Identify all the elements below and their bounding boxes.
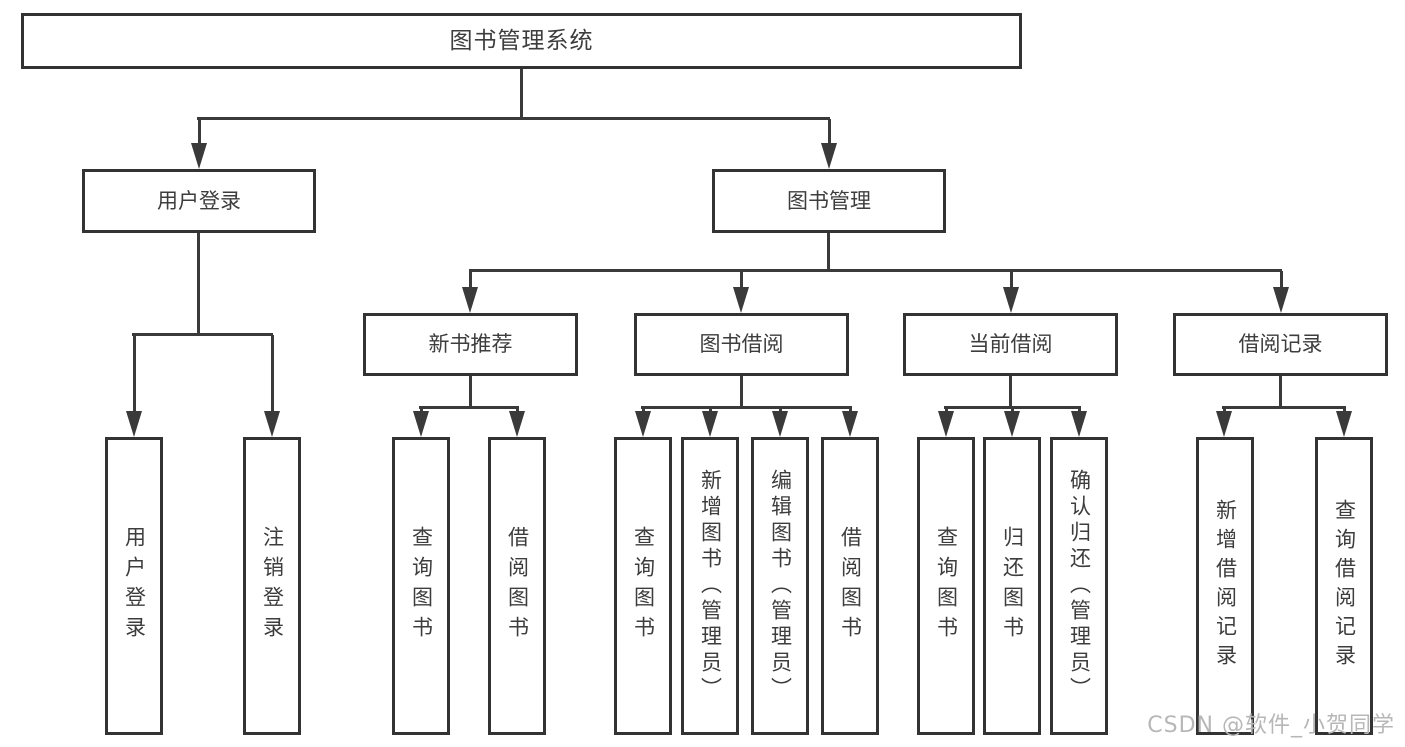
node-borrow-records: 借阅记录 — [1173, 313, 1388, 376]
leaf-newbooks-borrow: 借阅图书 — [488, 437, 546, 735]
arrow-currentborrow-leaf1 — [938, 408, 954, 437]
csdn-watermark: CSDN @软件_小贺同学 — [1147, 713, 1395, 738]
node-current-borrow: 当前借阅 — [903, 313, 1118, 376]
arrow-records-leaf2 — [1336, 408, 1352, 437]
leaf-bookborrow-add-admin: 新增图书（管理员） — [681, 437, 739, 735]
connector-newbooks-hline — [419, 406, 519, 409]
leaf-currentborrow-confirm-admin: 确认归还（管理员） — [1050, 437, 1108, 735]
connector-records-hline — [1222, 406, 1346, 409]
connector-currentborrow-hline — [944, 406, 1081, 409]
node-book-mgmt: 图书管理 — [712, 169, 946, 233]
node-book-borrow: 图书借阅 — [634, 313, 849, 376]
arrow-to-book-mgmt — [821, 119, 837, 169]
node-library-system: 图书管理系统 — [21, 13, 1022, 69]
connector-bookborrow-hline — [641, 406, 852, 409]
leaf-records-add: 新增借阅记录 — [1196, 437, 1254, 735]
arrow-bookborrow-leaf2 — [702, 408, 718, 437]
connector-user-hline — [132, 333, 273, 336]
leaf-user-login: 用户登录 — [105, 437, 163, 735]
leaf-currentborrow-return: 归还图书 — [983, 437, 1041, 735]
leaf-bookborrow-edit-admin: 编辑图书（管理员） — [751, 437, 809, 735]
connector-root-stem — [520, 69, 523, 119]
arrow-to-book-borrow — [733, 271, 749, 313]
leaf-currentborrow-query: 查询图书 — [917, 437, 975, 735]
arrow-currentborrow-leaf3 — [1071, 408, 1087, 437]
connector-root-hline — [197, 117, 830, 120]
node-user-login: 用户登录 — [82, 169, 316, 233]
arrow-to-new-books — [462, 271, 478, 313]
leaf-bookborrow-query: 查询图书 — [614, 437, 672, 735]
arrow-to-leaf-logout — [264, 335, 280, 437]
connector-records-stem — [1279, 376, 1282, 409]
arrow-to-borrow-records — [1273, 271, 1289, 313]
leaf-user-logout: 注销登录 — [243, 437, 301, 735]
arrow-to-current-borrow — [1003, 271, 1019, 313]
connector-currentborrow-stem — [1009, 376, 1012, 409]
node-new-books: 新书推荐 — [363, 313, 578, 376]
arrow-bookborrow-leaf4 — [842, 408, 858, 437]
leaf-bookborrow-borrow: 借阅图书 — [821, 437, 879, 735]
arrow-bookborrow-leaf1 — [635, 408, 651, 437]
arrow-to-leaf-login — [126, 335, 142, 437]
arrow-to-user-login — [191, 119, 207, 169]
connector-bookborrow-stem — [740, 376, 743, 409]
arrow-currentborrow-leaf2 — [1004, 408, 1020, 437]
arrow-records-leaf1 — [1216, 408, 1232, 437]
connector-newbooks-stem — [469, 376, 472, 409]
arrow-newbooks-leaf1 — [413, 408, 429, 437]
connector-book-hline — [469, 269, 1282, 272]
connector-book-stem — [827, 233, 830, 271]
arrow-bookborrow-leaf3 — [772, 408, 788, 437]
arrow-newbooks-leaf2 — [509, 408, 525, 437]
connector-user-stem — [197, 233, 200, 335]
leaf-newbooks-query: 查询图书 — [392, 437, 450, 735]
leaf-records-query: 查询借阅记录 — [1315, 437, 1373, 735]
